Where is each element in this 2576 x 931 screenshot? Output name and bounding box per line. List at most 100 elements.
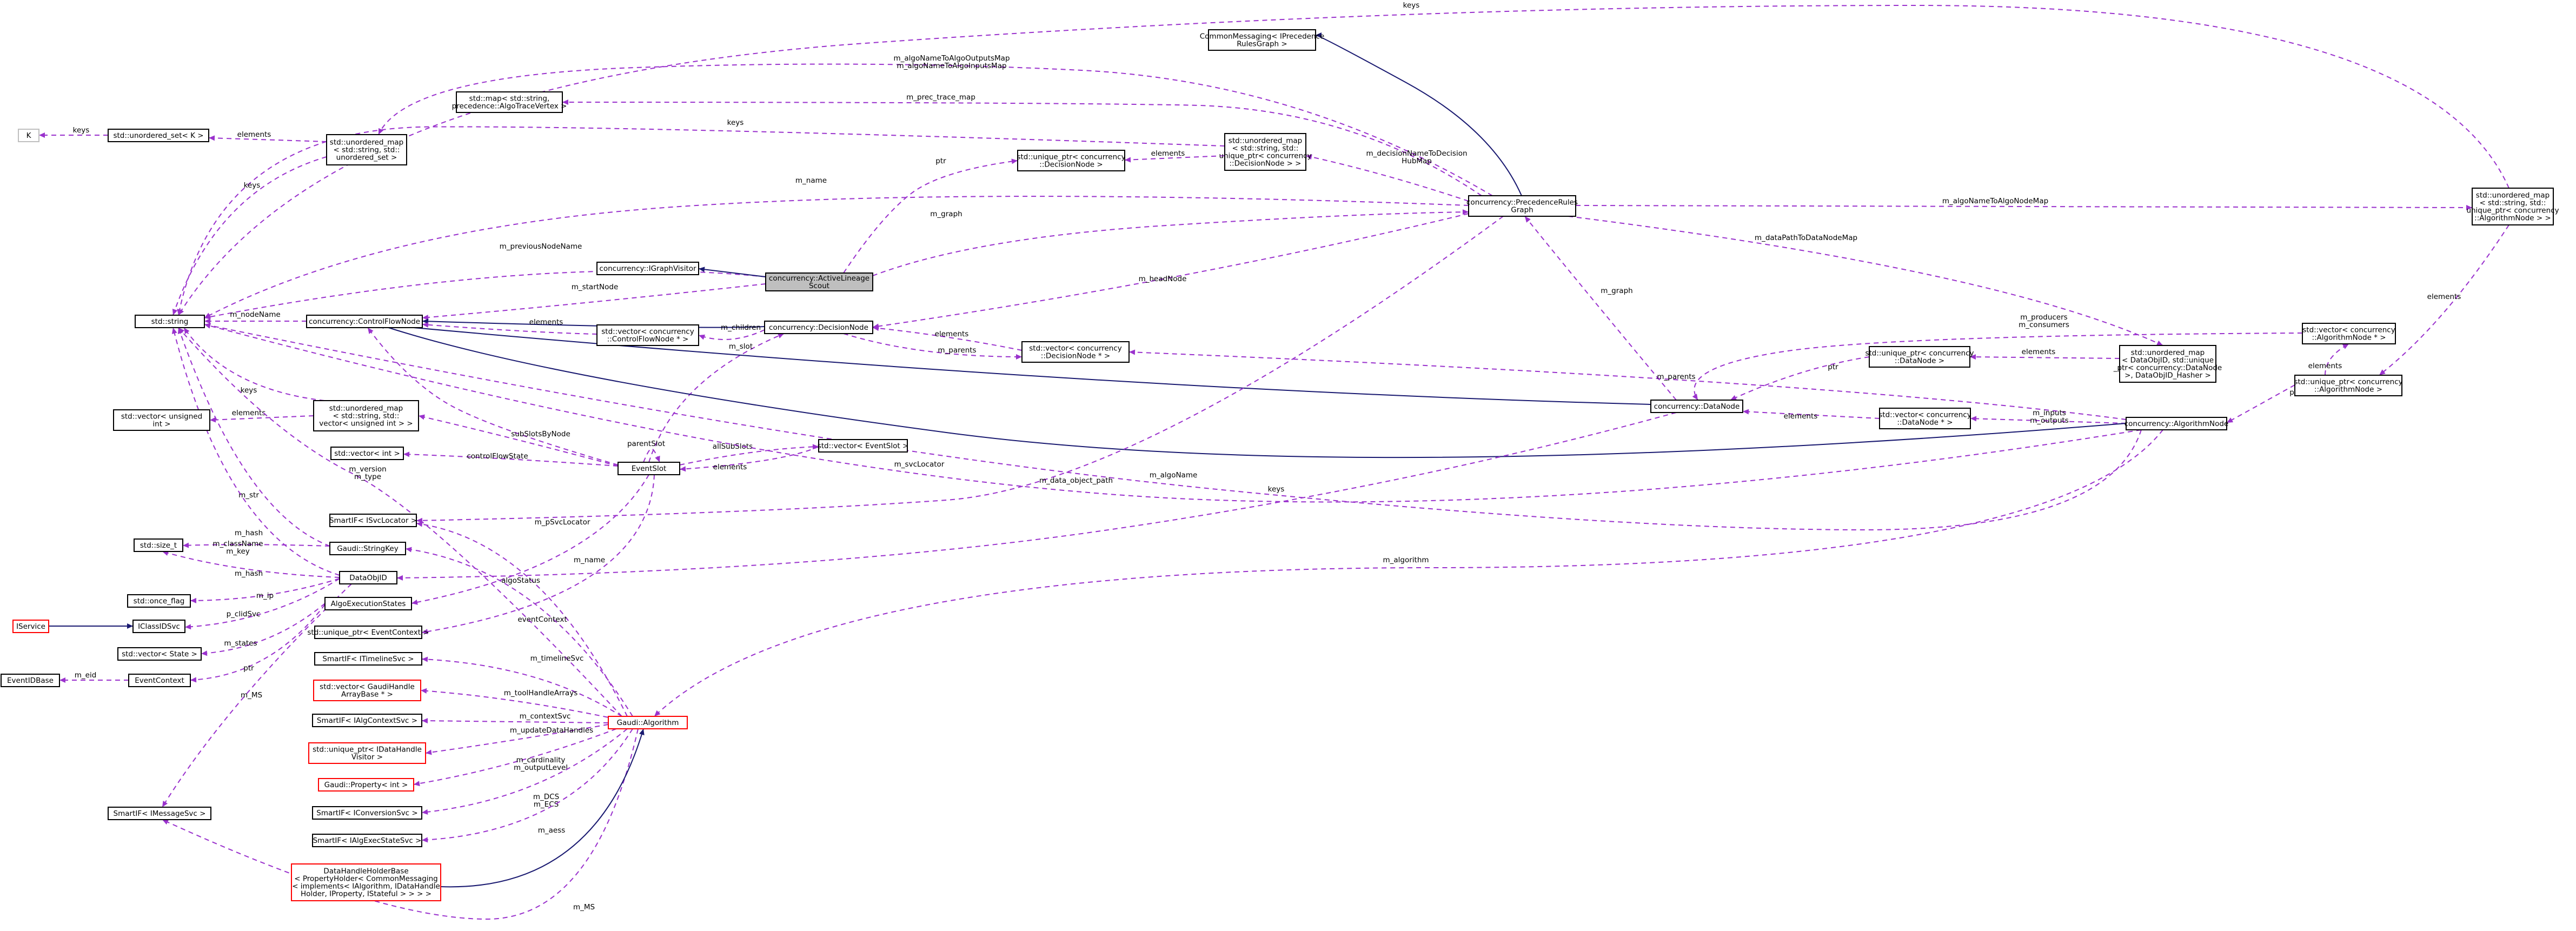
class-node-vst[interactable]: std::vector< State > [117,647,202,661]
node-label: std::unique_ptr< IDataHandle [313,746,422,754]
class-node-sics[interactable]: SmartIF< IConversionSvc > [312,806,422,820]
edge-label: m_DCS [533,793,559,801]
node-box [291,863,441,901]
edge-line [1568,216,2163,346]
class-node-k[interactable]: K [18,129,39,142]
class-node-usk[interactable]: std::unordered_set< K > [108,129,209,142]
edge-label: m_algoNameToAlgoOutputsMap [893,54,1010,63]
edge-label: m_MS [241,691,262,700]
node-box [765,272,873,291]
edge-arrowhead [2466,204,2472,210]
edge-prg-to-umdo: m_dataPathToDataNodeMap [1568,216,2163,346]
class-node-once[interactable]: std::once_flag [127,594,191,608]
edge-isvc-to-icsvc [49,623,133,629]
class-node-vi[interactable]: std::vector< int > [330,447,404,460]
class-node-upec[interactable]: std::unique_ptr< EventContext > [307,626,429,639]
class-node-vdn[interactable]: std::vector< concurrency::DecisionNode *… [1021,341,1130,363]
node-label: ArrayBase * > [341,690,393,699]
class-node-igv[interactable]: concurrency::IGraphVisitor [596,262,699,275]
edge-label: m_producers [2020,313,2067,322]
edge-line [178,126,1225,316]
edge-arrowhead [162,820,169,825]
class-node-uma[interactable]: std::unordered_map< std::string, std::un… [2466,188,2559,225]
node-box [134,538,183,552]
node-box [12,620,49,633]
class-node-doi[interactable]: DataObjID [339,571,397,584]
node-label: std::vector< unsigned [121,413,202,421]
class-node-icsvc[interactable]: IClassIDSvc [132,620,185,633]
edge-arrowhead [422,315,429,321]
edge-arrowhead [59,677,65,683]
class-node-isvc[interactable]: IService [12,620,49,633]
edge-umd-to-str: keys [177,118,1225,316]
class-node-sims[interactable]: SmartIF< IMessageSvc > [108,807,211,820]
class-node-datn[interactable]: concurrency::DataNode [1650,400,1743,413]
node-label: < std::string, std:: [2480,199,2546,208]
edge-label: keys [244,181,261,190]
class-node-sitl[interactable]: SmartIF< ITimelineSvc > [314,652,422,666]
class-node-upd[interactable]: std::unique_ptr< concurrency::DecisionNo… [1017,150,1126,171]
class-node-upan[interactable]: std::unique_ptr< concurrency::AlgorithmN… [2294,375,2403,396]
edge-arrowhead [185,624,191,630]
class-node-dn[interactable]: concurrency::DecisionNode [764,321,873,334]
class-node-mapt[interactable]: std::map< std::string,precedence::AlgoTr… [452,91,567,113]
class-node-cfn[interactable]: concurrency::ControlFlowNode [306,315,423,328]
node-label: std::vector< concurrency [1878,411,1971,420]
class-node-dhh[interactable]: DataHandleHolderBase< PropertyHolder< Co… [291,863,441,901]
class-node-vcf[interactable]: std::vector< concurrency::ControlFlowNod… [596,324,699,346]
class-node-umd[interactable]: std::unordered_map< std::string, std::un… [1219,133,1312,171]
node-label: ::DecisionNode > > [1229,159,1301,168]
edge-arrowhead [406,547,412,553]
node-label: ::DataNode > [1895,357,1944,365]
node-label: < std::string, std:: [333,412,400,421]
class-node-es[interactable]: EventSlot [618,462,680,475]
class-node-prop[interactable]: Gaudi::Property< int > [318,778,414,792]
class-node-gsk[interactable]: Gaudi::StringKey [329,542,406,555]
node-label: SmartIF< IAlgContextSvc > [317,716,417,725]
edge-label: m_updateDataHandles [510,726,593,735]
class-node-galg[interactable]: Gaudi::Algorithm [608,716,688,729]
class-node-umsv[interactable]: std::unordered_map< std::string, std::ve… [313,400,419,431]
class-node-str[interactable]: std::string [135,315,205,328]
edge-umsv-to-vui: elements [209,409,314,423]
edge-arrowhead [379,128,384,135]
node-box [1468,195,1576,217]
class-node-umu[interactable]: std::unordered_map< std::string, std::un… [326,134,407,165]
class-node-ec[interactable]: EventContext [128,674,191,687]
class-node-siac[interactable]: SmartIF< IAlgContextSvc > [312,714,422,727]
class-node-eidb[interactable]: EventIDBase [1,674,60,687]
node-label: >, DataObjID_Hasher > [2124,371,2211,380]
class-node-vdat[interactable]: std::vector< concurrency::DataNode * > [1878,408,1971,429]
edge-label: m_algorithm [1383,556,1429,564]
edge-ala-to-prg: m_graph [872,209,1469,276]
node-label: < implements< IAlgorithm, IDataHandle [292,882,440,891]
node-box [2126,417,2227,430]
class-node-aes[interactable]: AlgoExecutionStates [324,597,412,610]
class-node-sisl[interactable]: SmartIF< ISvcLocator > [329,514,417,527]
node-label: unique_ptr< concurrency [2466,207,2559,215]
class-node-an[interactable]: concurrency::AlgorithmNode [2124,417,2229,430]
class-node-van[interactable]: std::vector< concurrency::AlgorithmNode … [2302,323,2396,344]
class-node-umdo[interactable]: std::unordered_map< DataObjID, std::uniq… [2113,345,2222,383]
class-node-updn[interactable]: std::unique_ptr< concurrency::DataNode > [1865,346,1974,368]
edge-an-to-str: m_algoName [204,323,2142,503]
node-label: EventIDBase [7,676,54,685]
edge-label: m_str [238,491,259,500]
class-node-siae[interactable]: SmartIF< IAlgExecStateSvc > [312,834,422,847]
edge-upan-to-van: elements [2308,343,2349,376]
edge-umd-to-upd: elements [1124,149,1225,163]
edge-label: HubMap [1402,157,1432,165]
edge-line [190,578,340,601]
node-box [330,447,404,460]
edge-line [204,196,1469,318]
class-node-ves[interactable]: std::vector< EventSlot > [818,439,909,453]
class-node-size[interactable]: std::size_t [134,538,183,552]
edge-doi-to-size: m_hash [162,550,340,578]
edge-label: ptr [1828,363,1838,371]
